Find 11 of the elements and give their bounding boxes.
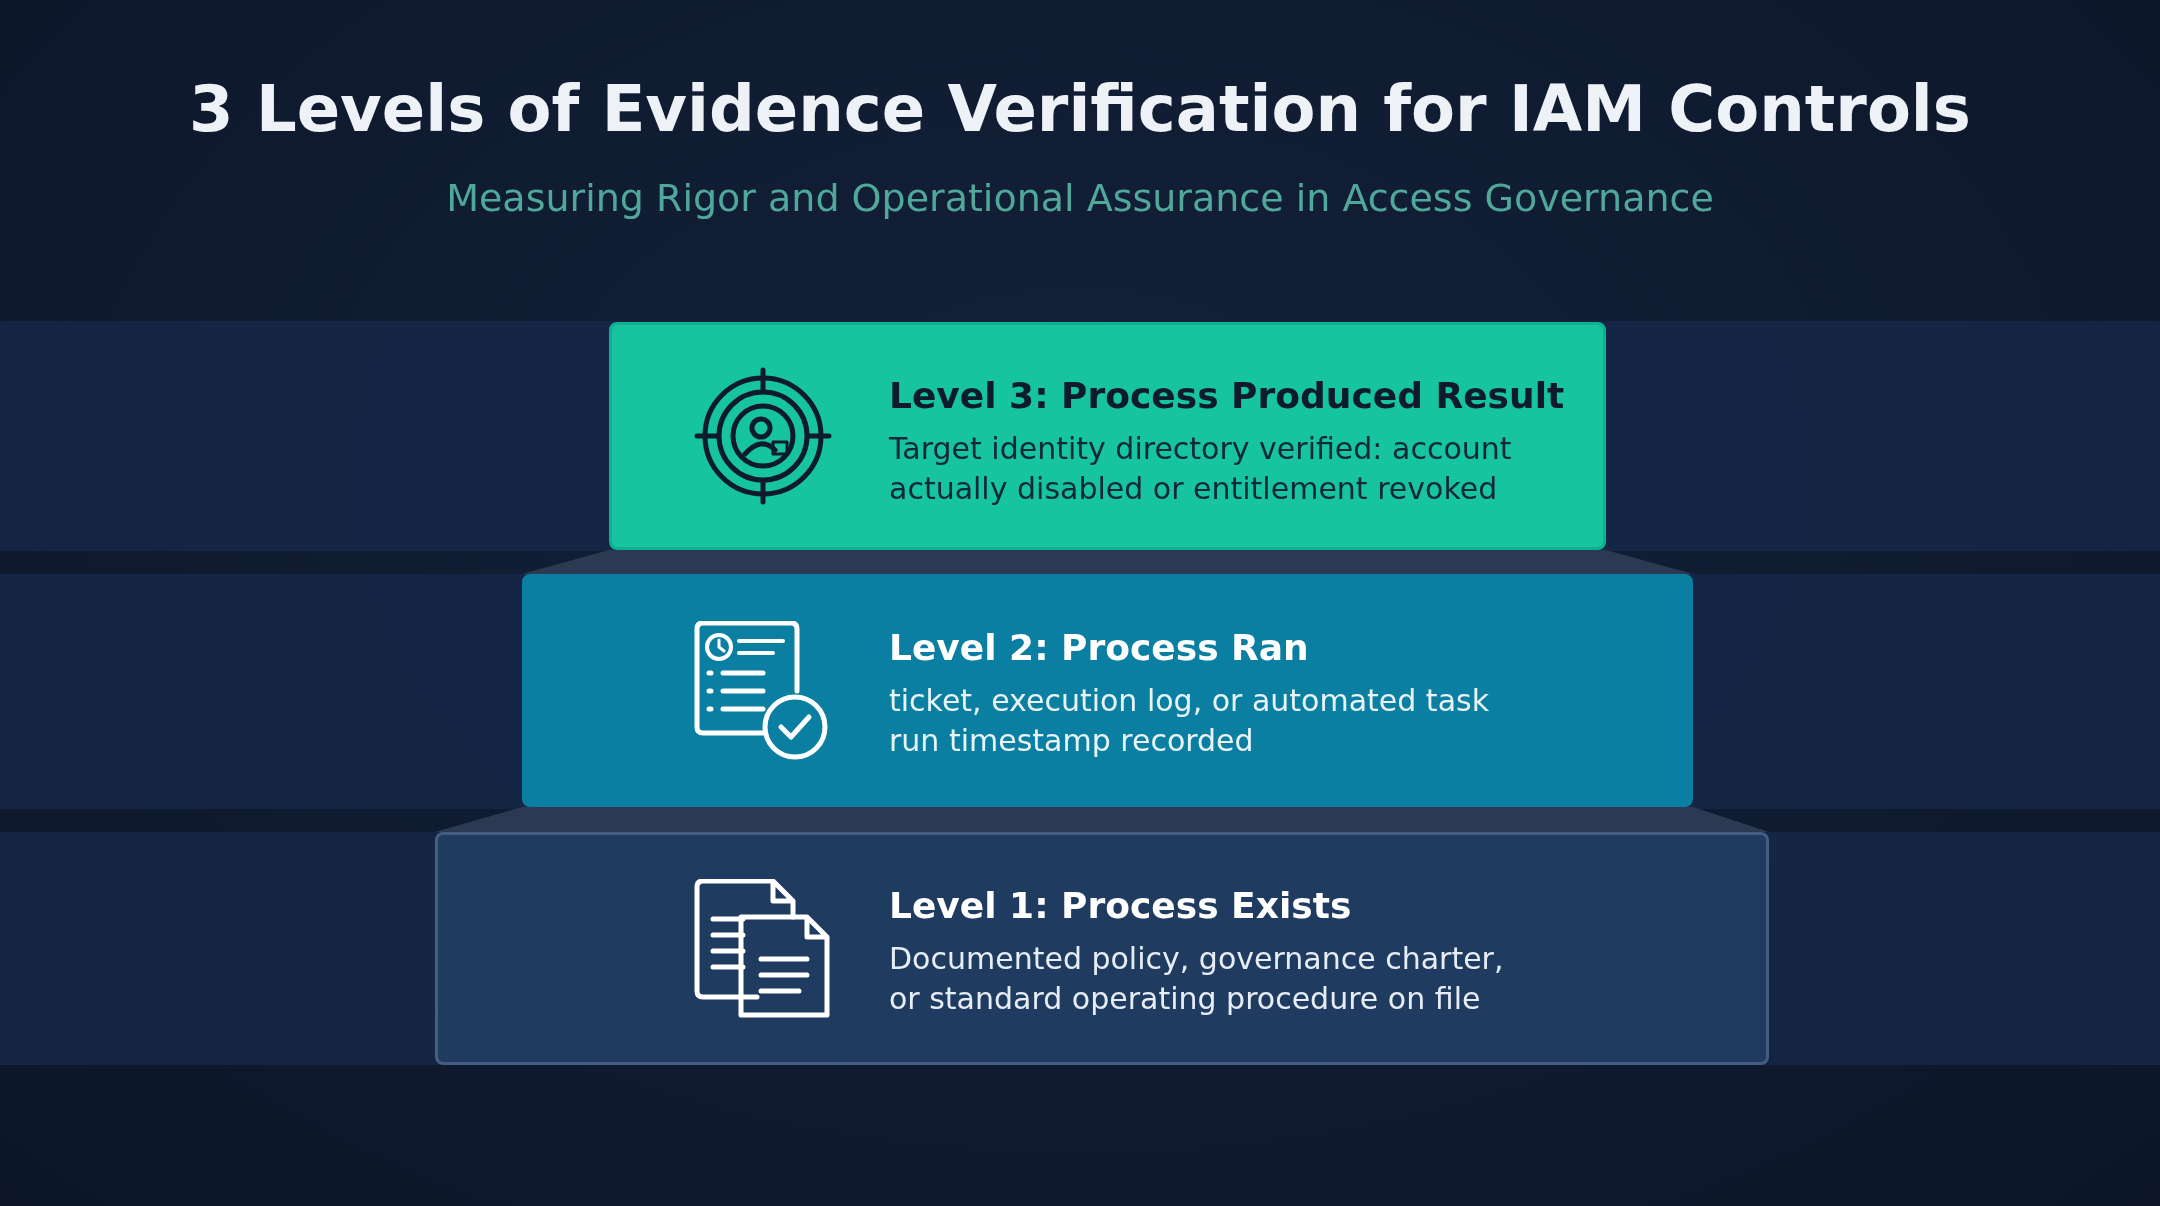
level-description: Documented policy, governance charter, or standard operating procedure on file bbox=[889, 940, 1505, 1018]
level-heading: Level 3: Process Produced Result bbox=[889, 375, 1565, 416]
level-panel bbox=[435, 832, 1769, 1065]
title: 3 Levels of Evidence Verification for IAM Controls bbox=[188, 72, 1972, 146]
level-description: ticket, execution log, or automated task run timestamp recorded bbox=[889, 682, 1490, 760]
level-heading: Level 1: Process Exists bbox=[889, 885, 1352, 926]
level-panel bbox=[609, 322, 1606, 550]
level-description: Target identity directory verified: account actually disabled or entitlement revoked bbox=[889, 430, 1513, 508]
subtitle: Measuring Rigor and Operational Assurance in Access Governance bbox=[445, 176, 1715, 220]
level-panel bbox=[522, 574, 1693, 807]
level-heading: Level 2: Process Ran bbox=[889, 627, 1309, 668]
